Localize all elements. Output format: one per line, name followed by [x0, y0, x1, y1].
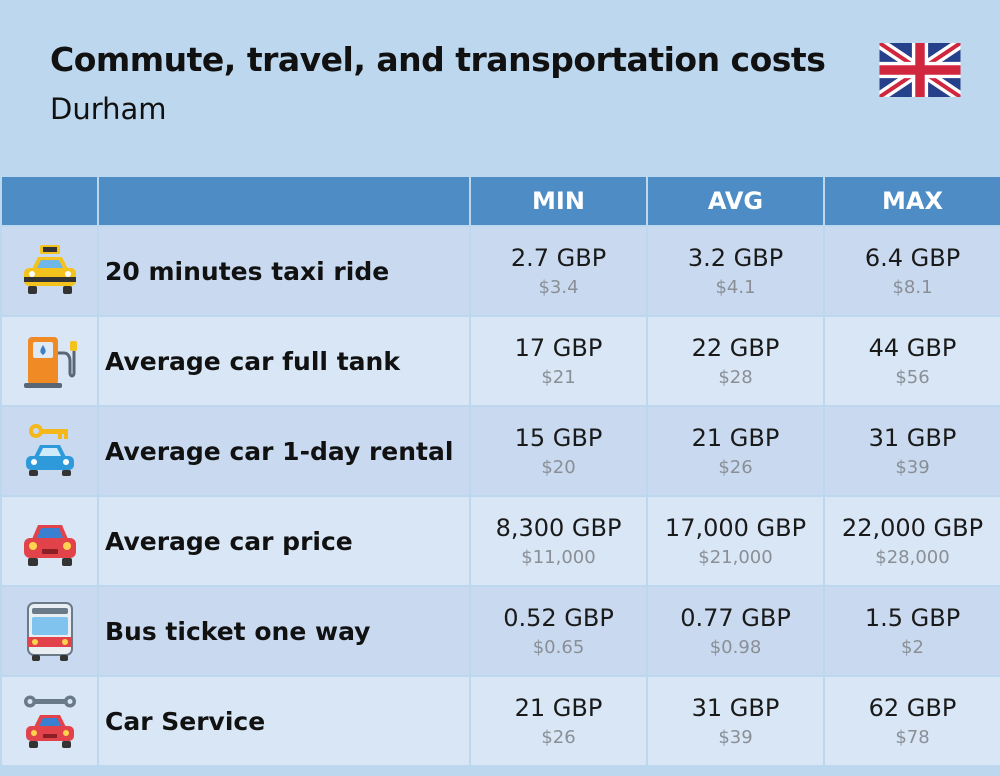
car-icon — [23, 525, 76, 566]
max-usd: $28,000 — [875, 546, 950, 568]
max-cell: 1.5 GBP $2 — [823, 585, 1000, 677]
max-cell: 6.4 GBP $8.1 — [823, 225, 1000, 317]
avg-cell: 31 GBP $39 — [646, 675, 825, 767]
min-cell: 15 GBP $20 — [469, 405, 648, 497]
table-row: Average car price 8,300 GBP $11,000 17,0… — [0, 495, 1000, 587]
max-usd: $56 — [895, 366, 930, 388]
min-cell: 8,300 GBP $11,000 — [469, 495, 648, 587]
avg-gbp: 0.77 GBP — [680, 603, 791, 632]
max-gbp: 1.5 GBP — [864, 603, 961, 632]
table-row: Bus ticket one way 0.52 GBP $0.65 0.77 G… — [0, 585, 1000, 677]
car-rental-key-icon — [25, 424, 74, 476]
max-usd: $2 — [901, 636, 924, 658]
header: Commute, travel, and transportation cost… — [0, 0, 1000, 175]
page-title: Commute, travel, and transportation cost… — [50, 40, 826, 79]
avg-gbp: 17,000 GBP — [664, 513, 807, 542]
row-label: 20 minutes taxi ride — [97, 225, 471, 317]
min-cell: 0.52 GBP $0.65 — [469, 585, 648, 677]
max-cell: 22,000 GBP $28,000 — [823, 495, 1000, 587]
cost-table: MIN AVG MAX 20 minu — [0, 175, 1000, 767]
column-header-icon — [0, 175, 99, 227]
min-gbp: 15 GBP — [514, 423, 603, 452]
min-usd: $21 — [541, 366, 576, 388]
avg-cell: 3.2 GBP $4.1 — [646, 225, 825, 317]
max-cell: 62 GBP $78 — [823, 675, 1000, 767]
min-gbp: 17 GBP — [514, 333, 603, 362]
page-subtitle: Durham — [50, 92, 167, 126]
table-row: Average car 1-day rental 15 GBP $20 21 G… — [0, 405, 1000, 497]
max-gbp: 44 GBP — [868, 333, 957, 362]
min-gbp: 8,300 GBP — [495, 513, 622, 542]
avg-usd: $21,000 — [698, 546, 773, 568]
avg-cell: 17,000 GBP $21,000 — [646, 495, 825, 587]
max-usd: $78 — [895, 726, 930, 748]
row-label: Average car 1-day rental — [97, 405, 471, 497]
row-label: Average car price — [97, 495, 471, 587]
avg-usd: $39 — [718, 726, 753, 748]
min-cell: 21 GBP $26 — [469, 675, 648, 767]
table-row: 20 minutes taxi ride 2.7 GBP $3.4 3.2 GB… — [0, 225, 1000, 317]
avg-cell: 0.77 GBP $0.98 — [646, 585, 825, 677]
max-gbp: 22,000 GBP — [841, 513, 984, 542]
bus-icon — [26, 602, 73, 661]
row-label: Car Service — [97, 675, 471, 767]
column-header-avg: AVG — [646, 175, 825, 227]
column-header-min: MIN — [469, 175, 648, 227]
table-row: Car Service 21 GBP $26 31 GBP $39 62 GBP… — [0, 675, 1000, 767]
table-row: Average car full tank 17 GBP $21 22 GBP … — [0, 315, 1000, 407]
fuel-pump-icon — [23, 337, 77, 388]
min-usd: $0.65 — [532, 636, 585, 658]
min-cell: 2.7 GBP $3.4 — [469, 225, 648, 317]
max-usd: $39 — [895, 456, 930, 478]
avg-gbp: 31 GBP — [691, 693, 780, 722]
avg-usd: $26 — [718, 456, 753, 478]
max-gbp: 31 GBP — [868, 423, 957, 452]
max-cell: 44 GBP $56 — [823, 315, 1000, 407]
min-usd: $26 — [541, 726, 576, 748]
min-gbp: 0.52 GBP — [503, 603, 614, 632]
avg-cell: 21 GBP $26 — [646, 405, 825, 497]
car-service-wrench-icon — [23, 695, 76, 748]
max-usd: $8.1 — [892, 276, 933, 298]
avg-usd: $28 — [718, 366, 753, 388]
min-gbp: 2.7 GBP — [510, 243, 607, 272]
min-gbp: 21 GBP — [514, 693, 603, 722]
avg-gbp: 21 GBP — [691, 423, 780, 452]
avg-gbp: 22 GBP — [691, 333, 780, 362]
row-label: Bus ticket one way — [97, 585, 471, 677]
avg-usd: $4.1 — [715, 276, 756, 298]
uk-flag-icon — [879, 43, 961, 97]
min-usd: $3.4 — [538, 276, 579, 298]
max-gbp: 6.4 GBP — [864, 243, 961, 272]
taxi-icon — [23, 245, 76, 294]
column-header-item — [97, 175, 471, 227]
avg-cell: 22 GBP $28 — [646, 315, 825, 407]
row-label: Average car full tank — [97, 315, 471, 407]
column-header-max: MAX — [823, 175, 1000, 227]
min-cell: 17 GBP $21 — [469, 315, 648, 407]
min-usd: $20 — [541, 456, 576, 478]
max-cell: 31 GBP $39 — [823, 405, 1000, 497]
max-gbp: 62 GBP — [868, 693, 957, 722]
min-usd: $11,000 — [521, 546, 596, 568]
avg-gbp: 3.2 GBP — [687, 243, 784, 272]
table-header-row: MIN AVG MAX — [0, 175, 1000, 227]
avg-usd: $0.98 — [709, 636, 762, 658]
